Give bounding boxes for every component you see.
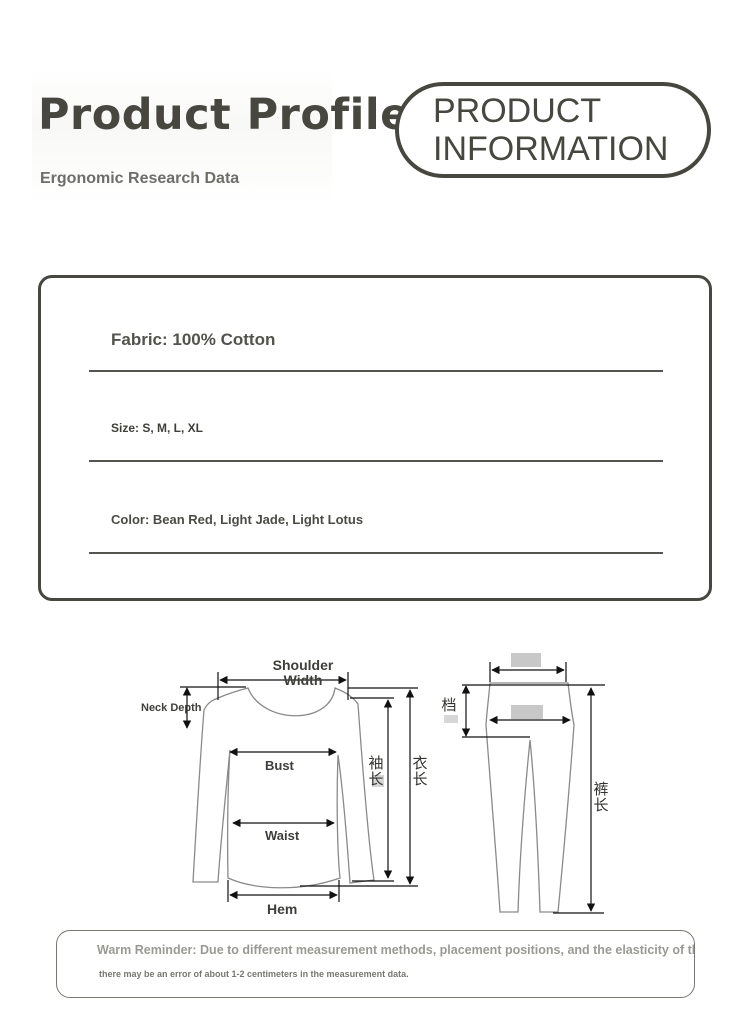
top-length-label: 衣长 xyxy=(412,755,428,788)
waist-label: Waist xyxy=(265,828,300,843)
size-text: Size: S, M, L, XL xyxy=(111,421,204,435)
pants-outline xyxy=(485,682,575,913)
product-information-badge: PRODUCT INFORMATION xyxy=(395,82,711,178)
neck-depth-label: Neck Depth xyxy=(141,702,202,714)
warm-reminder-text: Warm Reminder: Due to different measurem… xyxy=(97,943,695,957)
size-diagram-drawing xyxy=(180,653,605,914)
spec-row-color: Color: Bean Red, Light Jade, Light Lotus xyxy=(89,500,663,554)
badge-line-1: PRODUCT xyxy=(433,92,602,130)
size-diagram: Shoulder Width Neck Depth Bust Waist Hem… xyxy=(0,640,750,930)
bust-label: Bust xyxy=(265,758,294,773)
warm-reminder-note: there may be an error of about 1-2 centi… xyxy=(99,969,409,979)
color-text: Color: Bean Red, Light Jade, Light Lotus xyxy=(111,512,364,527)
title-panel xyxy=(32,70,332,205)
spec-row-size: Size: S, M, L, XL xyxy=(89,408,663,462)
top-outline xyxy=(192,687,375,889)
crotch-label: 档 xyxy=(441,697,457,714)
spec-row-fabric: Fabric: 100% Cotton xyxy=(89,318,663,372)
sleeve-length-label: 袖长 xyxy=(368,755,384,788)
badge-line-2: INFORMATION xyxy=(433,130,669,168)
spec-card: Fabric: 100% Cotton Size: S, M, L, XL Co… xyxy=(38,275,712,601)
warm-reminder-box: Warm Reminder: Due to different measurem… xyxy=(56,930,695,998)
page-subtitle: Ergonomic Research Data xyxy=(40,170,240,187)
page-title: Product Profile xyxy=(38,90,410,140)
fabric-text: Fabric: 100% Cotton xyxy=(111,330,276,349)
hem-label: Hem xyxy=(267,901,298,917)
pants-length-label: 裤长 xyxy=(593,781,609,814)
shoulder-width-label: Shoulder Width xyxy=(272,657,334,688)
